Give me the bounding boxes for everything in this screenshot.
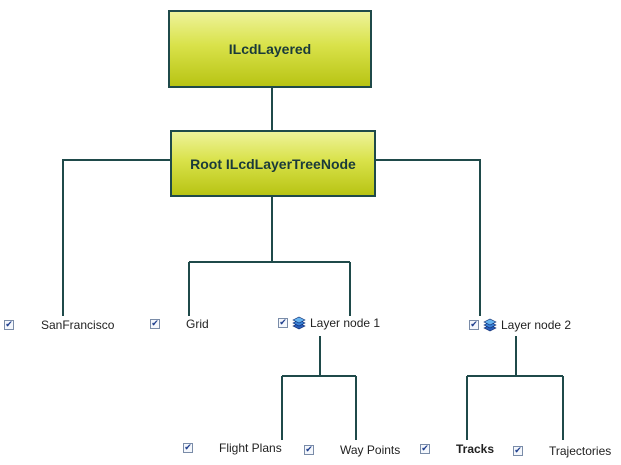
node-label: Grid	[186, 317, 209, 331]
node-tracks[interactable]: ✔ Tracks	[420, 442, 494, 456]
node-sanfrancisco[interactable]: ✔ SanFrancisco	[4, 318, 114, 332]
layer-stack-icon	[292, 316, 306, 330]
checkbox-icon[interactable]: ✔	[183, 443, 193, 453]
checkbox-icon[interactable]: ✔	[304, 445, 314, 455]
node-label: Layer node 1	[310, 316, 381, 330]
node-label: Trajectories	[549, 444, 612, 458]
checkbox-icon[interactable]: ✔	[420, 444, 430, 454]
layer-stack-icon	[483, 318, 497, 332]
node-layer-node-2[interactable]: ✔ Layer node 2	[469, 318, 571, 332]
ilcdlayered-label: ILcdLayered	[228, 41, 312, 57]
node-label: Layer node 2	[501, 318, 572, 332]
node-grid[interactable]: ✔ Grid	[150, 317, 209, 331]
checkbox-icon[interactable]: ✔	[4, 320, 14, 330]
node-way-points[interactable]: ✔ Way Points	[304, 443, 400, 457]
ilcdlayered-box: ILcdLayered	[168, 10, 372, 88]
node-layer-node-1[interactable]: ✔ Layer node 1	[278, 316, 380, 330]
node-trajectories[interactable]: ✔ Trajectories	[513, 444, 611, 458]
node-label: SanFrancisco	[41, 318, 115, 332]
checkbox-icon[interactable]: ✔	[513, 446, 523, 456]
checkbox-icon[interactable]: ✔	[150, 319, 160, 329]
node-label: Tracks	[456, 442, 495, 456]
node-label: Way Points	[340, 443, 401, 457]
root-node-box: Root ILcdLayerTreeNode	[170, 130, 376, 197]
node-flight-plans[interactable]: ✔ Flight Plans	[183, 441, 282, 455]
checkbox-icon[interactable]: ✔	[469, 320, 479, 330]
root-node-label: Root ILcdLayerTreeNode	[190, 155, 356, 172]
checkbox-icon[interactable]: ✔	[278, 318, 288, 328]
node-label: Flight Plans	[219, 441, 282, 455]
